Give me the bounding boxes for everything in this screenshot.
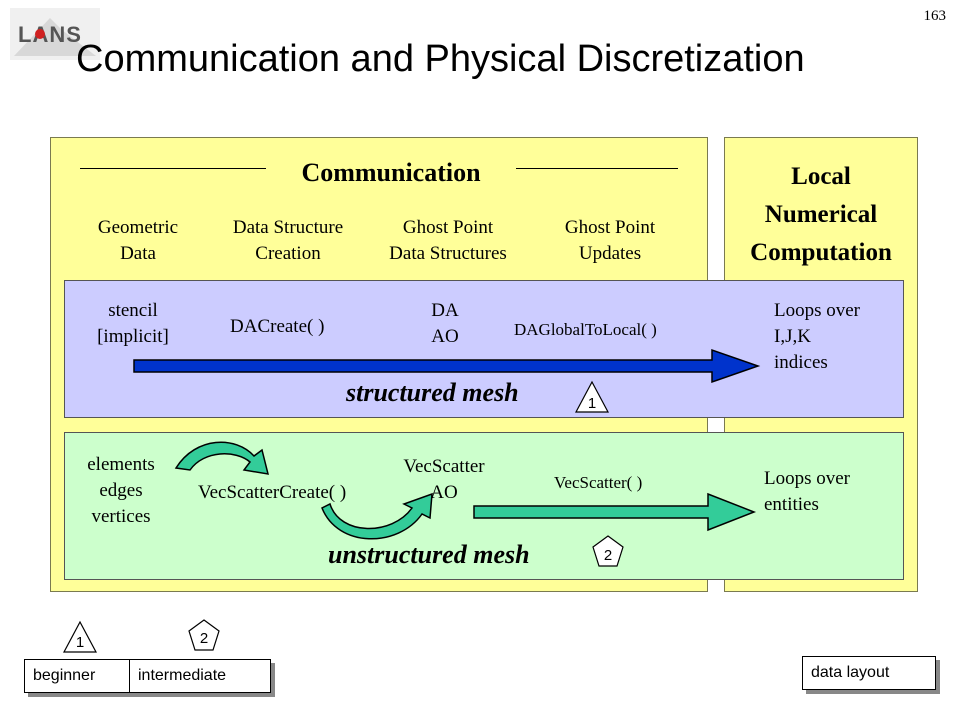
text-line: AO: [430, 482, 458, 503]
heading-rule-right: [516, 168, 678, 169]
column-header-line: Creation: [255, 243, 321, 264]
daglobaltolocal-call: DAGlobalToLocal( ): [514, 320, 657, 339]
text-line: Loops over: [764, 468, 851, 489]
text-line: entities: [764, 494, 819, 515]
page-number: 163: [923, 8, 947, 24]
svg-text:LANS: LANS: [18, 22, 82, 47]
legend-badge-2-number: 2: [199, 630, 209, 647]
column-header-line: Updates: [578, 243, 642, 264]
column-header-ghost-structures: Ghost Point Data Structures: [368, 215, 528, 267]
text-line: indices: [774, 352, 828, 373]
text-line: stencil: [108, 300, 158, 321]
text-line: elements: [87, 454, 155, 475]
column-header-line: Data Structure: [232, 217, 344, 238]
unstructured-mesh-label: unstructured mesh: [328, 540, 530, 569]
structured-geometric-data: stencil [implicit]: [78, 298, 188, 350]
beginner-triangle-badge: [575, 380, 609, 413]
column-header-geometric: Geometric Data: [76, 215, 200, 267]
text-line: DA: [431, 300, 459, 321]
curved-arrow-lower: [321, 492, 433, 540]
structured-mesh-band: [64, 280, 904, 418]
text-line: VecScatter: [403, 456, 485, 477]
structured-ghost-structures: DA AO: [410, 298, 480, 350]
text-line: Loops over: [774, 300, 861, 321]
legend-beginner: beginner: [24, 659, 130, 693]
column-header-line: Ghost Point: [402, 217, 494, 238]
intermediate-pentagon-badge: [592, 535, 624, 567]
text-line: AO: [431, 326, 459, 347]
column-header-creation: Data Structure Creation: [212, 215, 364, 267]
unstructured-badge-number: 2: [603, 547, 613, 564]
local-heading-line: Local: [791, 163, 851, 190]
page-title: Communication and Physical Discretizatio…: [76, 38, 805, 80]
legend-data-layout: data layout: [802, 656, 936, 690]
lans-logo-graphic: LANS: [10, 8, 100, 60]
column-header-ghost-updates: Ghost Point Updates: [540, 215, 680, 267]
curved-arrow-upper: [174, 441, 270, 475]
structured-flow-arrow: [133, 348, 761, 384]
column-header-line: Geometric: [97, 217, 179, 238]
text-line: vertices: [91, 506, 151, 527]
local-computation-heading: Local Numerical Computation: [724, 158, 918, 272]
vecscatter-call: VecScatter( ): [554, 473, 643, 492]
unstructured-flow-arrow: [473, 492, 757, 532]
lans-logo: LANS: [10, 8, 100, 60]
structured-loops-text: Loops over I,J,K indices: [774, 298, 860, 376]
local-heading-line: Numerical: [764, 201, 878, 228]
legend-pentagon-badge: [188, 619, 220, 651]
structured-mesh-label: structured mesh: [346, 378, 519, 407]
text-line: edges: [99, 480, 143, 501]
text-line: [implicit]: [97, 326, 169, 347]
unstructured-geometric-data: elements edges vertices: [66, 452, 176, 530]
legend-triangle-badge: [63, 620, 97, 653]
unstructured-ghost-structures: VecScatter AO: [384, 454, 504, 506]
legend-intermediate: intermediate: [129, 659, 271, 693]
legend-badge-1-number: 1: [75, 634, 85, 651]
heading-rule-left: [80, 168, 266, 169]
local-heading-line: Computation: [750, 239, 892, 266]
vecscattercreate-call: VecScatterCreate( ): [198, 482, 347, 503]
column-header-line: Ghost Point: [564, 217, 656, 238]
communication-heading: Communication: [301, 158, 481, 187]
structured-badge-number: 1: [587, 395, 597, 412]
column-header-line: Data Structures: [389, 243, 507, 264]
text-line: I,J,K: [774, 326, 811, 347]
column-header-line: Data: [120, 243, 156, 264]
unstructured-loops-text: Loops over entities: [764, 466, 850, 518]
dacreate-call: DACreate( ): [230, 316, 325, 337]
